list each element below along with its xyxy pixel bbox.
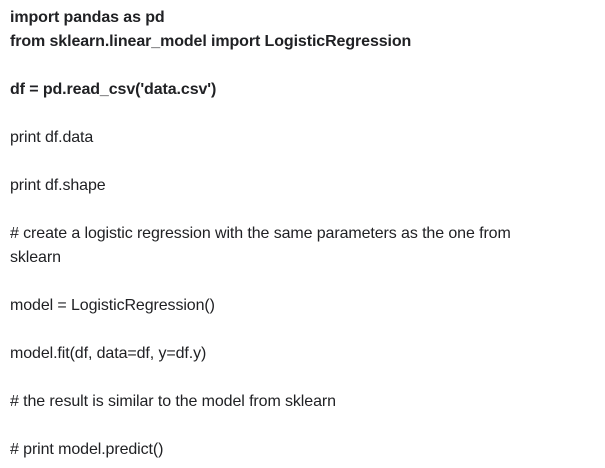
blank-line xyxy=(10,366,600,390)
import-pandas-line: import pandas as pd xyxy=(10,9,165,26)
blank-line xyxy=(10,270,600,294)
blank-line xyxy=(10,318,600,342)
read-csv-line: df = pd.read_csv('data.csv') xyxy=(10,81,217,98)
import-sklearn-line: from sklearn.linear_model import Logisti… xyxy=(10,33,412,50)
blank-line xyxy=(10,150,600,174)
model-fit-line: model.fit(df, data=df, y=df.y) xyxy=(10,345,207,362)
blank-line xyxy=(10,414,600,438)
model-assign-line: model = LogisticRegression() xyxy=(10,297,215,314)
document-body: import pandas as pd from sklearn.linear_… xyxy=(10,6,600,462)
blank-line xyxy=(10,198,600,222)
blank-line xyxy=(10,102,600,126)
print-shape-line: print df.shape xyxy=(10,177,106,194)
comment-create-continuation: sklearn xyxy=(10,249,61,266)
blank-line xyxy=(10,54,600,78)
print-data-line: print df.data xyxy=(10,129,94,146)
comment-predict-line: # print model.predict() xyxy=(10,441,164,458)
comment-create-line: # create a logistic regression with the … xyxy=(10,225,511,242)
comment-result-line: # the result is similar to the model fro… xyxy=(10,393,336,410)
